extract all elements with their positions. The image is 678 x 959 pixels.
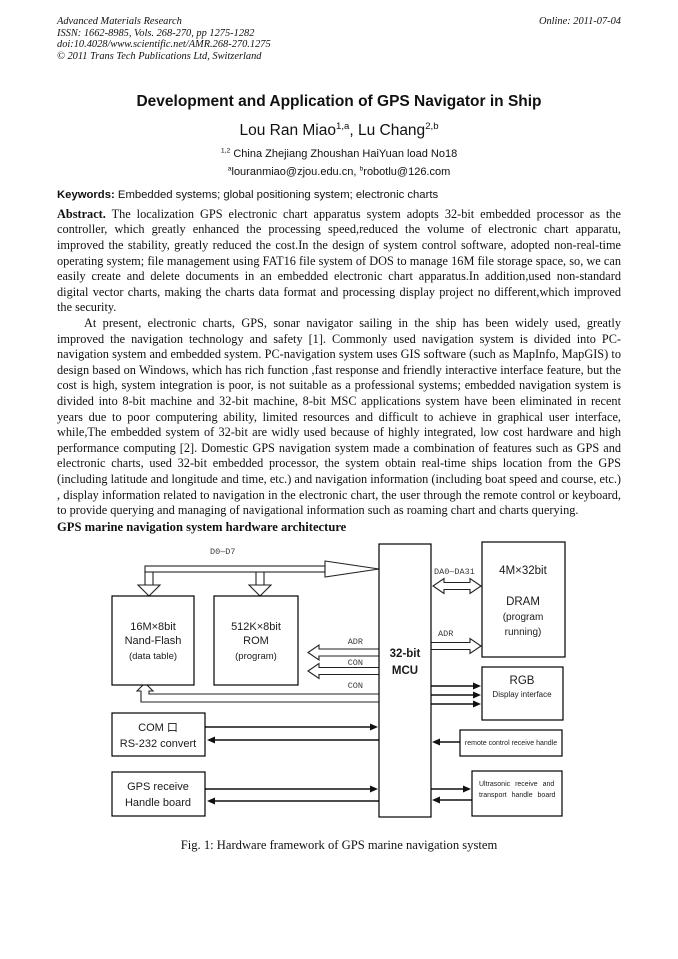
hardware-diagram: D0—D7 DA0—DA31 ADR ADR CON CON 16M×8bit … [111, 541, 566, 818]
author-separator: , [349, 122, 358, 140]
com-label-line2: RS-232 convert [120, 738, 196, 750]
com-to-mcu-arrowhead [370, 723, 378, 731]
bus-drop-arrowhead-nand [136, 584, 162, 597]
issn-line: ISSN: 1662-8985, Vols. 268-270, pp 1275-… [57, 27, 255, 39]
rgb-wire-1-arrowhead [473, 682, 481, 690]
dram-label-note1: (program [503, 612, 544, 623]
page-content: Advanced Materials Research ISSN: 1662-8… [57, 0, 621, 853]
mcu-label-line1: 32-bit [390, 648, 421, 660]
rom-label-note: (program) [235, 651, 277, 662]
journal-name: Advanced Materials Research [57, 16, 182, 27]
gps-label-line1: GPS receive [127, 781, 189, 793]
adr-arrow-to-dram [430, 637, 482, 655]
rom-box [213, 595, 299, 686]
adr-dram-label: ADR [438, 629, 453, 639]
keywords-label: Keywords: [57, 189, 115, 202]
da-bus-double-arrow [432, 577, 482, 595]
figure-1: D0—D7 DA0—DA31 ADR ADR CON CON 16M×8bit … [57, 535, 621, 853]
dram-label-name: DRAM [506, 596, 540, 608]
rgb-display-box [481, 666, 564, 721]
keywords-line: Keywords: Embedded systems; global posit… [57, 189, 621, 203]
mcu-label-line2: MCU [392, 665, 418, 677]
adr-arrow-to-rom [307, 643, 381, 661]
email-separator: , [353, 166, 360, 179]
bus-drop-stem-rom [255, 570, 265, 587]
abstract-text: The localization GPS electronic chart ap… [57, 206, 621, 315]
mcu-box [378, 543, 432, 818]
online-date: Online: 2011-07-04 [538, 16, 621, 27]
ultrasonic-label-line1: Ultrasonic receive and [479, 781, 554, 788]
rgb-wire-3-arrowhead [473, 700, 481, 708]
remote-label: remote control receive handle [465, 740, 557, 747]
figure-caption: Fig. 1: Hardware framework of GPS marine… [180, 837, 498, 852]
email-a: louranmiao@zjou.edu.cn [231, 166, 354, 179]
abstract-label: Abstract. [57, 206, 106, 221]
con-nand-label: CON [348, 681, 363, 691]
gps-label-line2: Handle board [125, 797, 191, 809]
remote-control-box [459, 729, 563, 757]
con-rom-label: CON [348, 658, 363, 668]
d0-d7-bus-label: D0—D7 [210, 547, 236, 557]
author-2: Lu Chang [357, 122, 426, 140]
gps-to-mcu-arrowhead [370, 785, 378, 793]
journal-header: Advanced Materials Research ISSN: 1662-8… [57, 16, 621, 62]
doi-line: doi:10.4028/www.scientific.net/AMR.268-2… [57, 39, 271, 51]
nand-label-name: Nand-Flash [125, 635, 182, 647]
bus-drop-arrowhead-rom [247, 584, 273, 597]
ultrasonic-box [471, 770, 563, 817]
con-bus-to-nand [135, 681, 381, 703]
dram-label-capacity: 4M×32bit [499, 565, 547, 577]
rom-label-name: ROM [243, 635, 269, 647]
emails-line: alouranmiao@zjou.edu.cn, brobotlu@126.co… [57, 166, 621, 179]
bus-drop-stem-nand [144, 570, 154, 587]
email-b: robotlu@126.com [363, 166, 451, 179]
paper-title: Development and Application of GPS Navig… [136, 93, 542, 111]
abstract-paragraph: Abstract. The localization GPS electroni… [57, 207, 621, 316]
section-heading: GPS marine navigation system hardware ar… [57, 519, 347, 534]
author-1: Lou Ran Miao [239, 122, 336, 140]
introduction-paragraph: At present, electronic charts, GPS, sona… [57, 316, 621, 518]
rgb-label-name: RGB [510, 675, 535, 687]
con-arrow-to-rom [307, 662, 381, 680]
nand-label-note: (data table) [129, 651, 177, 662]
remote-to-mcu-arrowhead [432, 738, 440, 746]
email-a-sup: a [227, 165, 232, 173]
copyright-line: © 2011 Trans Tech Publications Ltd, Swit… [57, 50, 262, 62]
affiliation-sup: 1,2 [220, 147, 231, 155]
dram-box [481, 541, 566, 658]
affiliation-line: 1,2 China Zhejiang Zhoushan HaiYuan load… [57, 148, 621, 161]
author-2-sup: 2,b [425, 121, 439, 133]
nand-flash-box [111, 595, 195, 686]
authors-line: Lou Ran Miao1,a, Lu Chang2,b [57, 122, 621, 140]
adr-rom-label: ADR [348, 637, 363, 647]
mcu-to-ultrasonic-arrowhead [463, 785, 471, 793]
keywords-text: Embedded systems; global positioning sys… [117, 189, 439, 202]
nand-label-capacity: 16M×8bit [130, 621, 176, 633]
email-b-sup: b [359, 165, 364, 173]
rom-label-capacity: 512K×8bit [231, 621, 281, 633]
da0-da31-bus-label: DA0—DA31 [434, 567, 475, 577]
com-label-line1: COM 口 [138, 722, 178, 734]
dram-label-note2: running) [505, 627, 542, 638]
gps-box [111, 771, 206, 817]
rgb-label-note: Display interface [492, 690, 552, 699]
affiliation-text: China Zhejiang Zhoushan HaiYuan load No1… [233, 148, 458, 161]
mcu-to-com-arrowhead [207, 736, 215, 744]
ultrasonic-to-mcu-arrowhead [432, 796, 440, 804]
com-box [111, 712, 206, 757]
author-1-sup: 1,a [335, 121, 350, 133]
rgb-wire-2-arrowhead [473, 691, 481, 699]
publication-info: Advanced Materials Research ISSN: 1662-8… [57, 16, 271, 62]
ultrasonic-label-line2: transport handle board [479, 792, 556, 799]
data-bus-band [144, 565, 326, 573]
mcu-to-gps-arrowhead [207, 797, 215, 805]
data-bus-arrowhead-mcu [324, 560, 380, 578]
